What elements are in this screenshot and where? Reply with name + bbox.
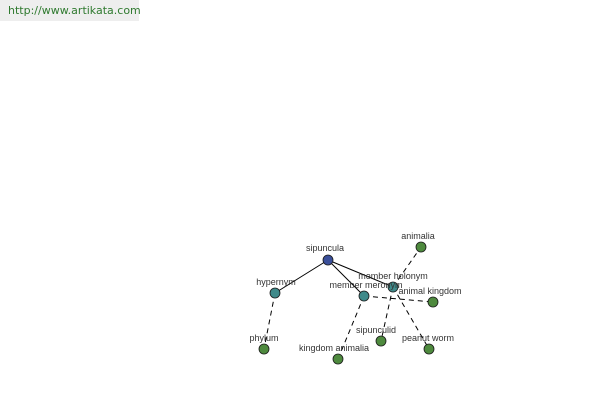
node-kingdom-animalia[interactable] xyxy=(332,353,344,365)
node-animalia[interactable] xyxy=(415,241,427,253)
node-label-member-holonym[interactable]: member holonym xyxy=(358,271,428,281)
node-sipunculid[interactable] xyxy=(375,335,387,347)
node-member-holonym[interactable] xyxy=(387,281,399,293)
edge-hypernym-to-phylum xyxy=(263,292,276,350)
node-label-sipunculid[interactable]: sipunculid xyxy=(356,325,396,335)
edge-sipuncula-to-hypernym xyxy=(274,259,329,294)
node-member-meronym[interactable] xyxy=(358,290,370,302)
node-label-member-meronym[interactable]: member meronym xyxy=(329,280,402,290)
edge-member-holonym-to-peanut-worm xyxy=(392,286,430,350)
edge-member-meronym-to-kingdom-animalia xyxy=(337,295,365,360)
node-label-peanut-worm[interactable]: peanut worm xyxy=(402,333,454,343)
edges-layer xyxy=(263,246,434,360)
edge-member-holonym-to-sipunculid xyxy=(380,286,394,342)
node-label-animalia[interactable]: animalia xyxy=(401,231,435,241)
edge-member-holonym-to-animalia xyxy=(392,246,422,288)
node-animal-kingdom[interactable] xyxy=(427,296,439,308)
nodes-layer xyxy=(258,241,439,365)
site-url-link[interactable]: http://www.artikata.com xyxy=(0,0,141,21)
node-label-hypernym[interactable]: hypernym xyxy=(256,277,296,287)
node-hypernym[interactable] xyxy=(269,287,281,299)
node-label-animal-kingdom[interactable]: animal kingdom xyxy=(398,286,461,296)
edge-sipuncula-to-member-meronym xyxy=(327,259,365,297)
node-sipuncula[interactable] xyxy=(322,254,334,266)
node-peanut-worm[interactable] xyxy=(423,343,435,355)
node-label-sipuncula[interactable]: sipuncula xyxy=(306,243,344,253)
edge-sipuncula-to-member-holonym xyxy=(327,259,394,288)
node-phylum[interactable] xyxy=(258,343,270,355)
node-label-kingdom-animalia[interactable]: kingdom animalia xyxy=(299,343,369,353)
edge-member-meronym-to-animal-kingdom xyxy=(363,295,434,303)
node-label-phylum[interactable]: phylum xyxy=(249,333,278,343)
